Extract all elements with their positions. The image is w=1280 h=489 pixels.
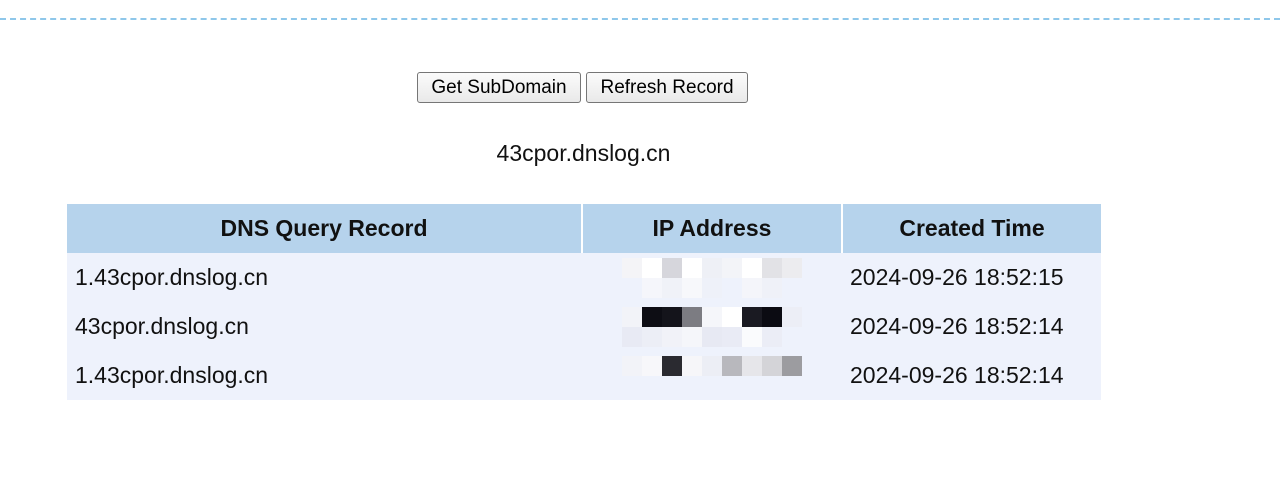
ip-address-cell xyxy=(582,302,842,351)
pixelated-mosaic-icon xyxy=(622,355,802,396)
table-row: 1.43cpor.dnslog.cn 2024-09-26 18:52:14 xyxy=(67,351,1101,400)
table-row: 43cpor.dnslog.cn 2024-09-26 18:52:14 xyxy=(67,302,1101,351)
table-row: 1.43cpor.dnslog.cn 2024-09-26 18:52:15 xyxy=(67,253,1101,302)
dns-query-cell: 1.43cpor.dnslog.cn xyxy=(75,362,269,388)
created-time-cell: 2024-09-26 18:52:14 xyxy=(850,362,1064,388)
dns-record-table: DNS Query Record IP Address Created Time… xyxy=(67,204,1101,400)
action-buttons: Get SubDomain Refresh Record xyxy=(417,72,748,103)
dashed-divider xyxy=(0,18,1280,20)
dns-query-cell: 43cpor.dnslog.cn xyxy=(75,313,249,339)
get-subdomain-button[interactable]: Get SubDomain xyxy=(417,72,581,103)
pixelated-mosaic-icon xyxy=(622,306,802,347)
pixelated-mosaic-icon xyxy=(622,257,802,298)
subdomain-display: 43cpor.dnslog.cn xyxy=(496,140,671,166)
ip-address-cell xyxy=(582,253,842,302)
column-header-dns-query: DNS Query Record xyxy=(67,204,582,253)
created-time-cell: 2024-09-26 18:52:14 xyxy=(850,313,1064,339)
column-header-ip-address: IP Address xyxy=(581,204,842,253)
table-header-row: DNS Query Record IP Address Created Time xyxy=(67,204,1101,253)
ip-address-cell xyxy=(582,351,842,400)
dns-query-cell: 1.43cpor.dnslog.cn xyxy=(75,264,269,290)
refresh-record-button[interactable]: Refresh Record xyxy=(586,72,748,103)
created-time-cell: 2024-09-26 18:52:15 xyxy=(850,264,1064,290)
column-header-created-time: Created Time xyxy=(841,204,1101,253)
